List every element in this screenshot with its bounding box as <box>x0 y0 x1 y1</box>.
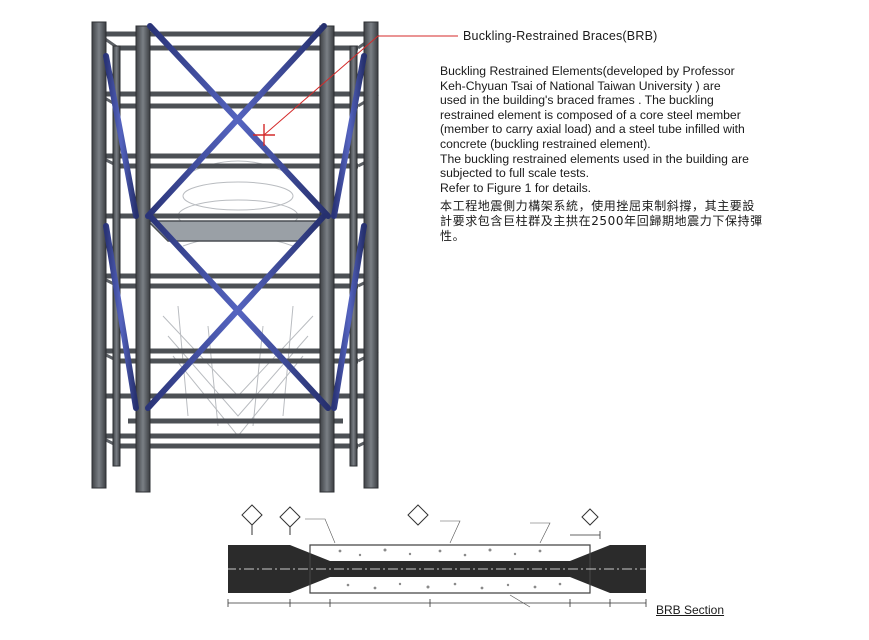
english-description: Buckling Restrained Elements(developed b… <box>440 64 790 195</box>
description-line: Keh-Chyuan Tsai of National Taiwan Unive… <box>440 78 721 93</box>
main-columns <box>91 21 379 493</box>
description-line: restrained element is composed of a core… <box>440 107 741 122</box>
description-line: (member to carry axial load) and a steel… <box>440 122 745 137</box>
brb-section-drawing <box>200 495 660 625</box>
brb-braces <box>103 23 367 411</box>
chinese-line: 計要求包含巨柱群及主拱在2500年回歸期地震力下保持彈 <box>440 214 763 228</box>
dimension-lines <box>227 531 647 607</box>
chinese-line: 本工程地震側力構架系統，使用挫屈束制斜撐，其主要設 <box>440 199 756 213</box>
concrete-infill <box>338 548 562 590</box>
chinese-line: 性。 <box>440 229 466 243</box>
description-line: subjected to full scale tests. <box>440 166 590 181</box>
section-markers <box>241 504 599 535</box>
steel-frame-illustration <box>88 16 384 494</box>
brb-section-caption: BRB Section <box>656 603 725 617</box>
description-line: concrete (buckling restrained element). <box>440 136 651 151</box>
description-line: Buckling Restrained Elements(developed b… <box>440 64 735 78</box>
frame-svg <box>91 21 379 493</box>
annotation-leaders <box>305 518 551 608</box>
steel-tube <box>309 544 591 594</box>
brb-callout-label: Buckling-Restrained Braces(BRB) <box>463 29 658 43</box>
chinese-description: 本工程地震側力構架系統，使用挫屈束制斜撐，其主要設 計要求包含巨柱群及主拱在25… <box>440 199 790 244</box>
description-line: used in the building's braced frames . T… <box>440 93 714 108</box>
section-svg <box>208 504 652 608</box>
description-line: Refer to Figure 1 for details. <box>440 180 592 195</box>
description-line: The buckling restrained elements used in… <box>440 151 749 166</box>
